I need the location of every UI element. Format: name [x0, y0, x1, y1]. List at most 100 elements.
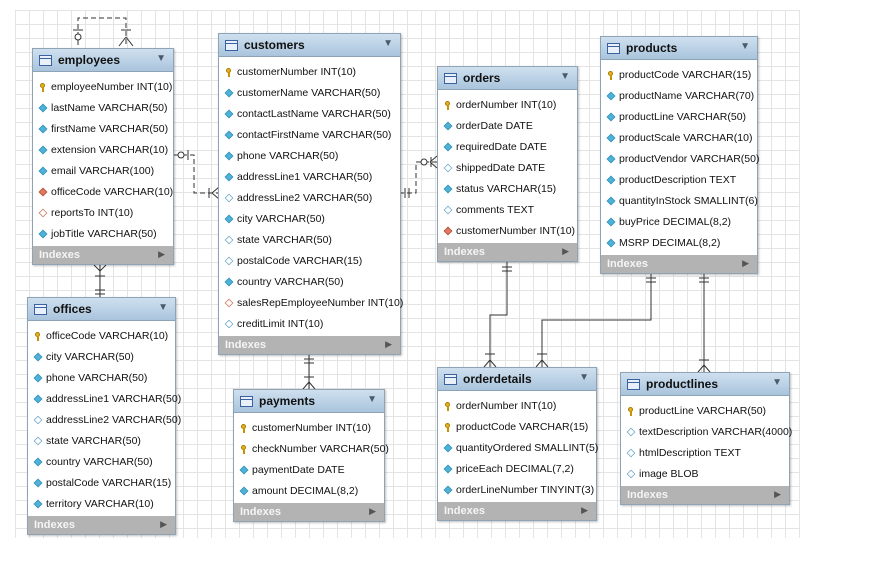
indexes-section[interactable]: Indexes ▶ — [438, 243, 577, 261]
column-row[interactable]: quantityInStock SMALLINT(6) — [601, 190, 758, 211]
column-row[interactable]: country VARCHAR(50) — [28, 451, 175, 472]
column-row[interactable]: state VARCHAR(50) — [219, 229, 400, 250]
table-products[interactable]: products ▼ productCode VARCHAR(15)produc… — [600, 36, 759, 274]
indexes-section[interactable]: Indexes ▶ — [28, 516, 175, 534]
column-row[interactable]: addressLine1 VARCHAR(50) — [28, 388, 181, 409]
expand-arrow-icon[interactable]: ▶ — [158, 249, 165, 259]
column-row[interactable]: officeCode VARCHAR(10) — [33, 181, 173, 202]
table-employees[interactable]: employees ▼ employeeNumber INT(10)lastNa… — [32, 48, 174, 265]
table-header[interactable]: orderdetails ▼ — [438, 368, 596, 391]
column-row[interactable]: postalCode VARCHAR(15) — [219, 250, 400, 271]
expand-arrow-icon[interactable]: ▶ — [562, 246, 569, 256]
column-row[interactable]: postalCode VARCHAR(15) — [28, 472, 175, 493]
indexes-section[interactable]: Indexes ▶ — [621, 486, 789, 504]
column-row[interactable]: jobTitle VARCHAR(50) — [33, 223, 173, 244]
column-row[interactable]: customerNumber INT(10) — [234, 417, 384, 438]
column-row[interactable]: productName VARCHAR(70) — [601, 85, 757, 106]
column-row[interactable]: customerNumber INT(10) — [438, 220, 577, 241]
expand-arrow-icon[interactable]: ▶ — [385, 339, 392, 349]
column-row[interactable]: quantityOrdered SMALLINT(5) — [438, 437, 598, 458]
column-row[interactable]: extension VARCHAR(10) — [33, 139, 173, 160]
table-orders[interactable]: orders ▼ orderNumber INT(10)orderDate DA… — [437, 66, 578, 262]
column-row[interactable]: requiredDate DATE — [438, 136, 577, 157]
column-row[interactable]: orderLineNumber TINYINT(3) — [438, 479, 596, 500]
column-row[interactable]: state VARCHAR(50) — [28, 430, 175, 451]
table-header[interactable]: customers ▼ — [219, 34, 400, 57]
column-row[interactable]: salesRepEmployeeNumber INT(10) — [219, 292, 403, 313]
column-row[interactable]: paymentDate DATE — [234, 459, 384, 480]
collapse-arrow-icon[interactable]: ▼ — [560, 71, 570, 82]
collapse-arrow-icon[interactable]: ▼ — [740, 41, 750, 52]
column-row[interactable]: city VARCHAR(50) — [28, 346, 175, 367]
column-row[interactable]: addressLine2 VARCHAR(50) — [219, 187, 400, 208]
expand-arrow-icon[interactable]: ▶ — [160, 519, 167, 529]
collapse-arrow-icon[interactable]: ▼ — [383, 38, 393, 49]
column-row[interactable]: phone VARCHAR(50) — [28, 367, 175, 388]
column-row[interactable]: addressLine1 VARCHAR(50) — [219, 166, 400, 187]
column-row[interactable]: MSRP DECIMAL(8,2) — [601, 232, 757, 253]
indexes-section[interactable]: Indexes ▶ — [33, 246, 173, 264]
column-row[interactable]: checkNumber VARCHAR(50) — [234, 438, 389, 459]
column-row[interactable]: city VARCHAR(50) — [219, 208, 400, 229]
column-row[interactable]: comments TEXT — [438, 199, 577, 220]
table-customers[interactable]: customers ▼ customerNumber INT(10)custom… — [218, 33, 403, 355]
column-row[interactable]: status VARCHAR(15) — [438, 178, 577, 199]
column-row[interactable]: phone VARCHAR(50) — [219, 145, 400, 166]
expand-arrow-icon[interactable]: ▶ — [774, 489, 781, 499]
table-header[interactable]: orders ▼ — [438, 67, 577, 90]
column-row[interactable]: lastName VARCHAR(50) — [33, 97, 173, 118]
column-row[interactable]: orderNumber INT(10) — [438, 94, 577, 115]
expand-arrow-icon[interactable]: ▶ — [369, 506, 376, 516]
column-row[interactable]: productLine VARCHAR(50) — [621, 400, 789, 421]
collapse-arrow-icon[interactable]: ▼ — [158, 302, 168, 313]
column-label: state VARCHAR(50) — [46, 434, 141, 447]
column-row[interactable]: country VARCHAR(50) — [219, 271, 400, 292]
column-row[interactable]: employeeNumber INT(10) — [33, 76, 173, 97]
column-row[interactable]: buyPrice DECIMAL(8,2) — [601, 211, 757, 232]
indexes-section[interactable]: Indexes ▶ — [234, 503, 384, 521]
column-row[interactable]: amount DECIMAL(8,2) — [234, 480, 384, 501]
table-header[interactable]: productlines ▼ — [621, 373, 789, 396]
table-offices[interactable]: offices ▼ officeCode VARCHAR(10)city VAR… — [27, 297, 181, 535]
indexes-section[interactable]: Indexes ▶ — [601, 255, 757, 273]
table-orderdetails[interactable]: orderdetails ▼ orderNumber INT(10)produc… — [437, 367, 598, 521]
column-row[interactable]: orderDate DATE — [438, 115, 577, 136]
column-row[interactable]: image BLOB — [621, 463, 789, 484]
collapse-arrow-icon[interactable]: ▼ — [579, 372, 589, 383]
expand-arrow-icon[interactable]: ▶ — [581, 505, 588, 515]
column-row[interactable]: email VARCHAR(100) — [33, 160, 173, 181]
column-row[interactable]: productCode VARCHAR(15) — [438, 416, 596, 437]
column-row[interactable]: productCode VARCHAR(15) — [601, 64, 757, 85]
collapse-arrow-icon[interactable]: ▼ — [772, 377, 782, 388]
column-row[interactable]: creditLimit INT(10) — [219, 313, 400, 334]
column-row[interactable]: customerNumber INT(10) — [219, 61, 400, 82]
table-header[interactable]: products ▼ — [601, 37, 757, 60]
column-row[interactable]: textDescription VARCHAR(4000) — [621, 421, 792, 442]
column-row[interactable]: firstName VARCHAR(50) — [33, 118, 173, 139]
column-row[interactable]: territory VARCHAR(10) — [28, 493, 175, 514]
collapse-arrow-icon[interactable]: ▼ — [367, 394, 377, 405]
table-payments[interactable]: payments ▼ customerNumber INT(10)checkNu… — [233, 389, 389, 522]
table-header[interactable]: payments ▼ — [234, 390, 384, 413]
column-row[interactable]: addressLine2 VARCHAR(50) — [28, 409, 181, 430]
table-productlines[interactable]: productlines ▼ productLine VARCHAR(50)te… — [620, 372, 792, 505]
column-row[interactable]: productLine VARCHAR(50) — [601, 106, 757, 127]
column-row[interactable]: customerName VARCHAR(50) — [219, 82, 400, 103]
column-row[interactable]: orderNumber INT(10) — [438, 395, 596, 416]
indexes-section[interactable]: Indexes ▶ — [438, 502, 596, 520]
column-row[interactable]: contactLastName VARCHAR(50) — [219, 103, 400, 124]
column-row[interactable]: productScale VARCHAR(10) — [601, 127, 757, 148]
table-header[interactable]: offices ▼ — [28, 298, 175, 321]
column-row[interactable]: contactFirstName VARCHAR(50) — [219, 124, 400, 145]
collapse-arrow-icon[interactable]: ▼ — [156, 53, 166, 64]
column-row[interactable]: officeCode VARCHAR(10) — [28, 325, 175, 346]
indexes-section[interactable]: Indexes ▶ — [219, 336, 400, 354]
column-row[interactable]: productVendor VARCHAR(50) — [601, 148, 759, 169]
column-row[interactable]: reportsTo INT(10) — [33, 202, 173, 223]
expand-arrow-icon[interactable]: ▶ — [742, 258, 749, 268]
column-row[interactable]: priceEach DECIMAL(7,2) — [438, 458, 596, 479]
column-row[interactable]: shippedDate DATE — [438, 157, 577, 178]
column-row[interactable]: productDescription TEXT — [601, 169, 757, 190]
table-header[interactable]: employees ▼ — [33, 49, 173, 72]
column-row[interactable]: htmlDescription TEXT — [621, 442, 789, 463]
